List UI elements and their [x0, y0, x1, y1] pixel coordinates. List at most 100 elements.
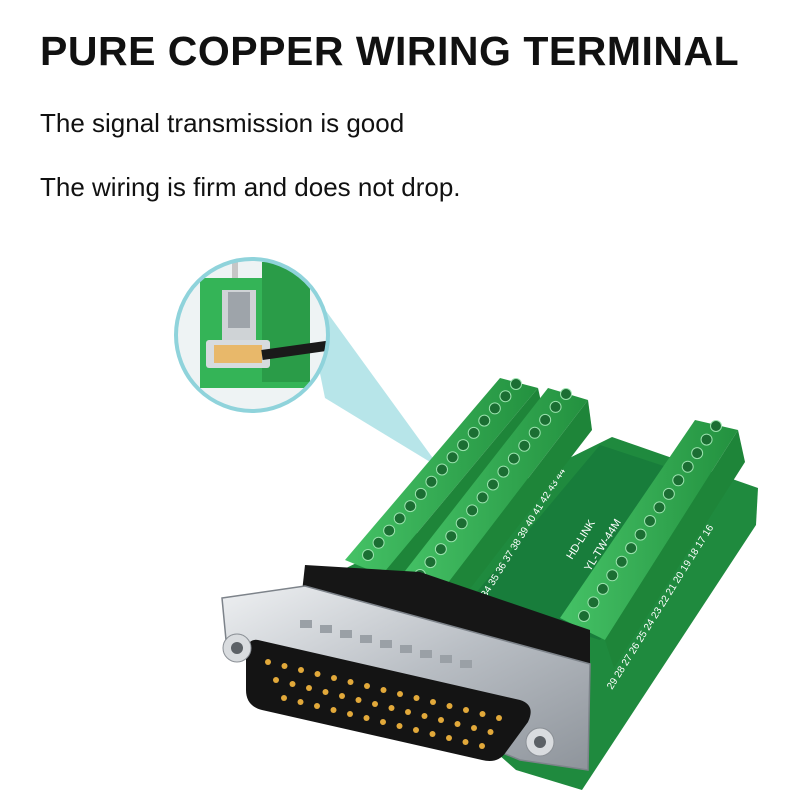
- shell-dimple: [400, 645, 412, 653]
- magnifier-lens: [176, 259, 328, 411]
- shell-dimple: [380, 640, 392, 648]
- shell-dimple: [320, 625, 332, 633]
- connector-pin: [446, 703, 453, 709]
- dsub-face: [246, 639, 531, 761]
- connector-pin: [413, 727, 419, 733]
- terminal-screw: [587, 596, 600, 609]
- terminal-screw: [478, 414, 491, 427]
- terminal-screw: [710, 420, 722, 432]
- headline: PURE COPPER WIRING TERMINAL: [40, 28, 740, 74]
- terminal-screw: [487, 478, 499, 491]
- connector-pin: [487, 729, 494, 735]
- terminal-screw: [393, 512, 406, 525]
- connector-pin: [297, 699, 304, 705]
- terminal-screw: [455, 517, 468, 530]
- terminal-screw: [466, 504, 479, 517]
- terminal-screw: [383, 524, 396, 537]
- terminal-screw: [436, 463, 448, 476]
- terminal-screw: [672, 474, 685, 487]
- connector-pin: [413, 695, 420, 701]
- terminal-block-left: [345, 378, 545, 600]
- terminal-screw: [362, 549, 374, 561]
- shell-dimple: [460, 660, 472, 668]
- terminal-screw: [662, 487, 675, 500]
- shell-dimple: [300, 620, 312, 628]
- terminal-screw: [434, 543, 447, 556]
- connector-pin: [454, 721, 461, 727]
- terminal-screw: [653, 501, 666, 514]
- shell-dimple: [360, 635, 372, 643]
- terminal-screw: [499, 390, 512, 403]
- magnifier-beam: [300, 275, 440, 468]
- connector-pin: [363, 715, 370, 721]
- terminal-screw: [510, 378, 522, 390]
- terminal-screw: [518, 439, 531, 452]
- shell-dimple: [420, 650, 432, 658]
- terminal-screw: [372, 536, 385, 549]
- connector-pin: [281, 695, 287, 701]
- connector-pin: [347, 679, 354, 685]
- terminal-screw: [549, 400, 562, 413]
- connector-pin: [331, 675, 337, 681]
- terminal-screw: [528, 426, 541, 439]
- terminal-screw: [488, 402, 501, 415]
- connector-pin: [479, 743, 485, 749]
- connector-pin: [479, 711, 486, 717]
- terminal-screw: [700, 433, 713, 446]
- connector-pin: [396, 723, 403, 729]
- connector-pin: [421, 713, 428, 719]
- connector-pin: [388, 705, 395, 711]
- terminal-screw: [425, 475, 438, 488]
- connector-pin: [273, 677, 279, 683]
- shell-dimples: [300, 620, 472, 668]
- terminal-screw: [539, 413, 552, 426]
- terminal-screws: [362, 378, 722, 622]
- terminal-screw: [681, 460, 694, 473]
- connector-pin: [306, 685, 312, 691]
- terminal-screw: [424, 556, 437, 569]
- connector-pin: [462, 739, 469, 745]
- connector-pin: [281, 663, 288, 669]
- terminal-screw: [625, 542, 638, 555]
- connector-pin: [405, 709, 411, 715]
- terminal-screw: [446, 451, 459, 464]
- connector-pin: [471, 725, 477, 731]
- connector-pin: [397, 691, 403, 697]
- terminal-block-middle: [398, 388, 592, 620]
- terminal-screw: [445, 530, 458, 543]
- terminal-screw: [606, 569, 619, 582]
- terminal-screw: [596, 582, 609, 595]
- connector-pin: [265, 659, 271, 665]
- shell-dimple: [340, 630, 352, 638]
- connector-pin: [380, 719, 386, 725]
- connector-pin: [314, 703, 320, 709]
- connector-pin: [463, 707, 469, 713]
- mount-screw-left-icon: [222, 633, 252, 663]
- connector-pin: [298, 667, 304, 673]
- terminal-screw: [615, 555, 628, 568]
- shell-dimple: [440, 655, 452, 663]
- connector-pin: [496, 715, 502, 721]
- connector-pin: [429, 731, 436, 737]
- feature-signal: The signal transmission is good: [40, 108, 405, 138]
- terminal-screw: [476, 491, 489, 504]
- connector-pin: [364, 683, 370, 689]
- connector-pin: [355, 697, 362, 703]
- magnifier-ring: [174, 257, 330, 413]
- connector-pin: [380, 687, 387, 693]
- connector-pin: [322, 689, 329, 695]
- feature-wiring: The wiring is firm and does not drop.: [40, 172, 461, 202]
- terminal-screw: [414, 487, 427, 500]
- terminal-screw: [507, 452, 520, 465]
- connector-pin: [289, 681, 296, 687]
- mount-screw-right-icon: [525, 727, 555, 757]
- terminal-screw: [691, 447, 704, 460]
- connector-pin: [314, 671, 321, 677]
- connector-pin: [446, 735, 452, 741]
- connector-pin: [339, 693, 345, 699]
- terminal-screw: [467, 426, 480, 439]
- connector-pin: [330, 707, 337, 713]
- terminal-screw: [404, 500, 417, 513]
- terminal-screw: [497, 465, 510, 478]
